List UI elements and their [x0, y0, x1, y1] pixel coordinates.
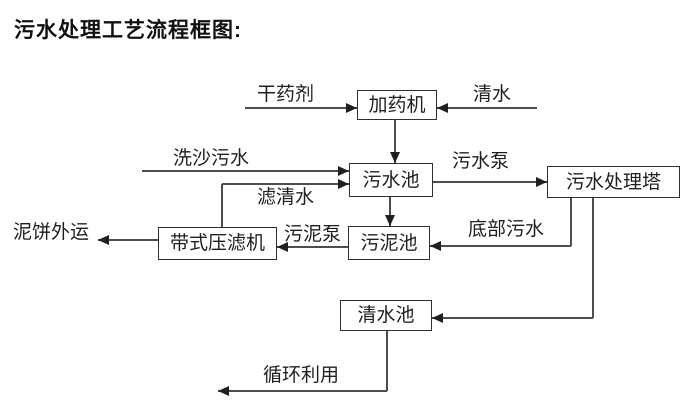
label-clean-water: 清水 [473, 84, 512, 105]
edge-clean-water-in-arrowhead [437, 103, 448, 113]
edge-tower-to-clean-water-pool-segment [592, 198, 594, 318]
edge-tower-bottom-to-sludge-pool-arrowhead [430, 241, 441, 251]
node-label: 污水处理塔 [565, 171, 661, 193]
label-sewage-pump: 污水泵 [452, 151, 510, 172]
page-title: 污水处理工艺流程框图: [14, 19, 242, 42]
node-sludge-pool: 污泥池 [348, 226, 430, 260]
label-recycle-use: 循环利用 [263, 365, 340, 386]
edge-dosing-to-sewage-pool-segment [394, 120, 396, 163]
label-dry-chemical: 干药剂 [257, 84, 315, 105]
edge-clean-water-recycle-arrowhead [218, 386, 229, 396]
node-label: 带式压滤机 [169, 233, 265, 254]
edge-mud-cake-out-arrowhead [98, 235, 109, 245]
node-label: 污泥池 [360, 232, 418, 254]
edge-dry-chemical-in-segment [245, 107, 357, 109]
edge-sewage-pool-to-tower-arrowhead [536, 177, 547, 187]
node-label: 加药机 [368, 94, 426, 116]
edge-sludge-pool-to-press-segment [277, 246, 348, 248]
node-label: 清水池 [357, 305, 415, 326]
edge-mud-cake-out-segment [98, 239, 158, 241]
edge-dosing-to-sewage-pool-arrowhead [390, 152, 400, 163]
node-label: 污水池 [362, 169, 420, 191]
edge-filtered-water-return-segment [221, 184, 223, 227]
edge-filtered-water-return-segment [222, 183, 349, 185]
label-sand-washing-sewage: 洗沙污水 [173, 148, 250, 169]
node-clean-water-pool: 清水池 [340, 300, 432, 331]
edge-sewage-pool-to-tower-segment [433, 181, 547, 183]
node-sewage-pool: 污水池 [349, 163, 433, 197]
label-filtered-water: 滤清水 [257, 187, 315, 208]
edge-filtered-water-return-arrowhead [338, 179, 349, 189]
node-belt-filter-press: 带式压滤机 [158, 227, 277, 260]
edge-clean-water-recycle-segment [386, 331, 388, 391]
edge-sewage-pool-to-sludge-pool-arrowhead [385, 215, 395, 226]
edge-clean-water-recycle-segment [218, 390, 387, 392]
label-sludge-pump: 污泥泵 [284, 224, 342, 245]
edge-sludge-pool-to-press-arrowhead [277, 242, 288, 252]
edge-tower-to-clean-water-pool-arrowhead [432, 313, 443, 323]
edge-sewage-pool-to-sludge-pool-segment [389, 197, 391, 226]
edge-sand-washing-in-arrowhead [338, 166, 349, 176]
edge-sand-washing-in-segment [142, 170, 349, 172]
edge-clean-water-in-segment [437, 107, 537, 109]
edge-tower-bottom-to-sludge-pool-segment [430, 245, 571, 247]
label-bottom-sewage: 底部污水 [468, 219, 545, 240]
edge-dry-chemical-in-arrowhead [346, 103, 357, 113]
node-dosing-machine: 加药机 [357, 90, 437, 120]
edge-tower-bottom-to-sludge-pool-segment [570, 198, 572, 246]
label-mud-cake-transport: 泥饼外运 [13, 222, 90, 243]
edge-tower-to-clean-water-pool-segment [432, 317, 593, 319]
node-sewage-treatment-tower: 污水处理塔 [547, 166, 680, 198]
